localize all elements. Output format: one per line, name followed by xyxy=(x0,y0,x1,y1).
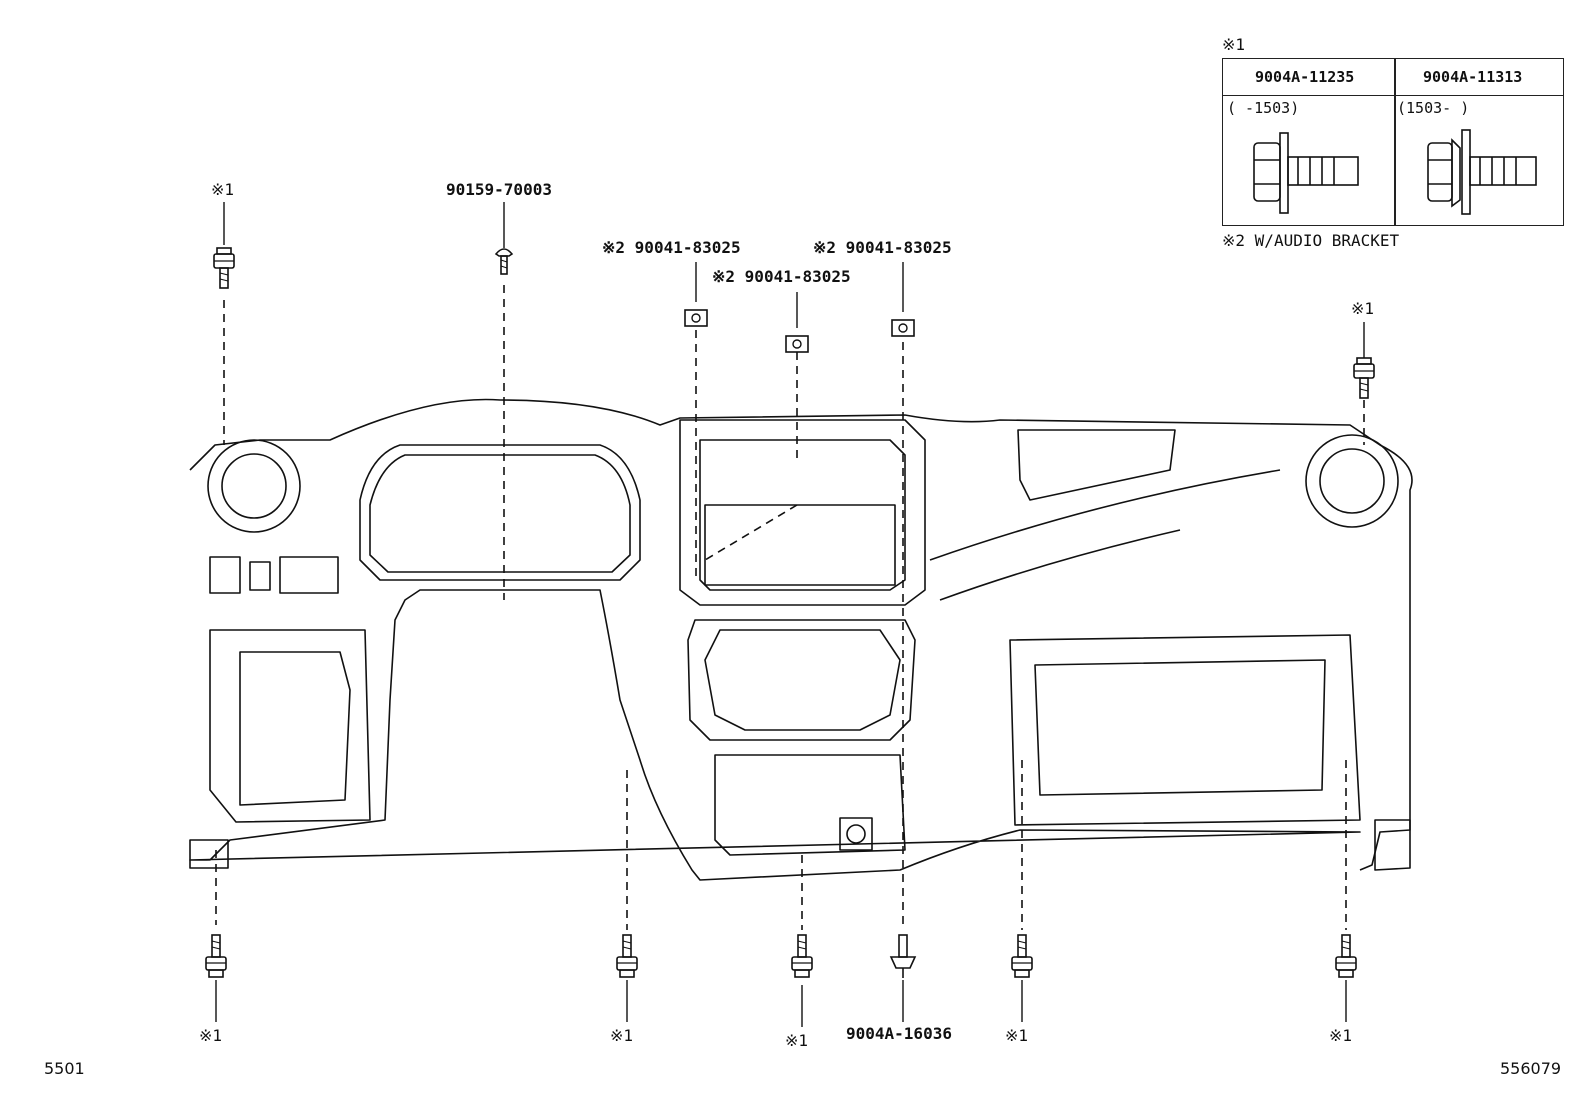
callout-bottom-4: ※1 xyxy=(1005,1026,1029,1045)
callout-bottom-5: ※1 xyxy=(1329,1026,1353,1045)
footer-right-code: 556079 xyxy=(1500,1059,1562,1078)
legend-table: 9004A-11235 9004A-11313 ( -1503) (1503- … xyxy=(1222,58,1564,226)
instrument-panel xyxy=(189,398,1413,881)
legend-header-row xyxy=(1223,59,1563,96)
screw-icon-bottom xyxy=(889,934,917,978)
legend-range-2: (1503- ) xyxy=(1397,99,1470,117)
clip-icon-top xyxy=(495,248,513,275)
legend-part-2: 9004A-11313 xyxy=(1423,68,1523,86)
bolt-icon-bottom-3 xyxy=(791,934,813,978)
legend-note-2: ※2 W/AUDIO BRACKET xyxy=(1222,231,1400,250)
label-ticks xyxy=(215,202,1365,1027)
bolt-icon-bottom-5 xyxy=(1335,934,1357,978)
bolt-icon-top-right xyxy=(1353,357,1375,399)
callout-nut-mid: ※2 90041-83025 xyxy=(712,267,851,286)
callout-bottom-1: ※1 xyxy=(199,1026,223,1045)
callout-bottom-2: ※1 xyxy=(610,1026,634,1045)
legend-bolt-icon-1 xyxy=(1253,132,1359,214)
nut-icon-left xyxy=(684,309,708,327)
nut-icon-right xyxy=(891,319,915,337)
legend-divider xyxy=(1394,59,1396,225)
callout-nut-right: ※2 90041-83025 xyxy=(813,238,952,257)
legend-part-1: 9004A-11235 xyxy=(1255,68,1355,86)
callout-top-right-bolt: ※1 xyxy=(1351,299,1375,318)
legend-header-mark: ※1 xyxy=(1222,35,1246,54)
callout-top-left-bolt: ※1 xyxy=(211,180,235,199)
callout-bottom-screw: 9004A-16036 xyxy=(846,1024,952,1043)
bolt-icon-top-left xyxy=(213,247,235,289)
nut-icon-mid xyxy=(785,335,809,353)
callout-bottom-3: ※1 xyxy=(785,1031,809,1050)
bolt-icon-bottom-1 xyxy=(205,934,227,978)
legend-bolt-icon-2 xyxy=(1427,129,1537,215)
callout-clip-top: 90159-70003 xyxy=(446,180,552,199)
legend-range-1: ( -1503) xyxy=(1227,99,1300,117)
bolt-icon-bottom-4 xyxy=(1011,934,1033,978)
leader-lines xyxy=(215,285,1365,930)
footer-left-code: 5501 xyxy=(44,1059,85,1078)
callout-nut-left: ※2 90041-83025 xyxy=(602,238,741,257)
bolt-icon-bottom-2 xyxy=(616,934,638,978)
